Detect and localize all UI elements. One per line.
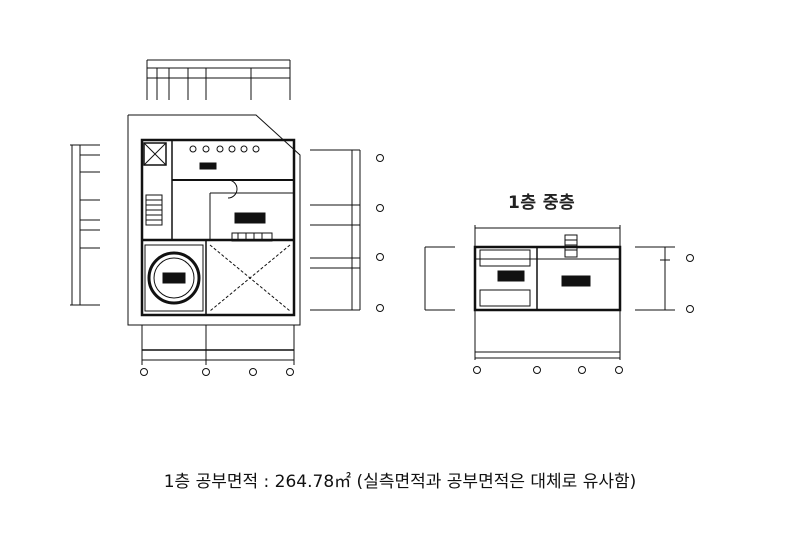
mezzanine-drawing [424,225,694,374]
area-caption: 1층 공부면적 : 264.78㎡ (실측면적과 공부면적은 대체로 유사함) [163,472,637,492]
first-floor-drawing [70,59,384,376]
mezzanine-floor-plan [420,220,720,380]
mezzanine-title: 1층 중층 [508,193,576,213]
first-floor-plan [60,55,400,385]
